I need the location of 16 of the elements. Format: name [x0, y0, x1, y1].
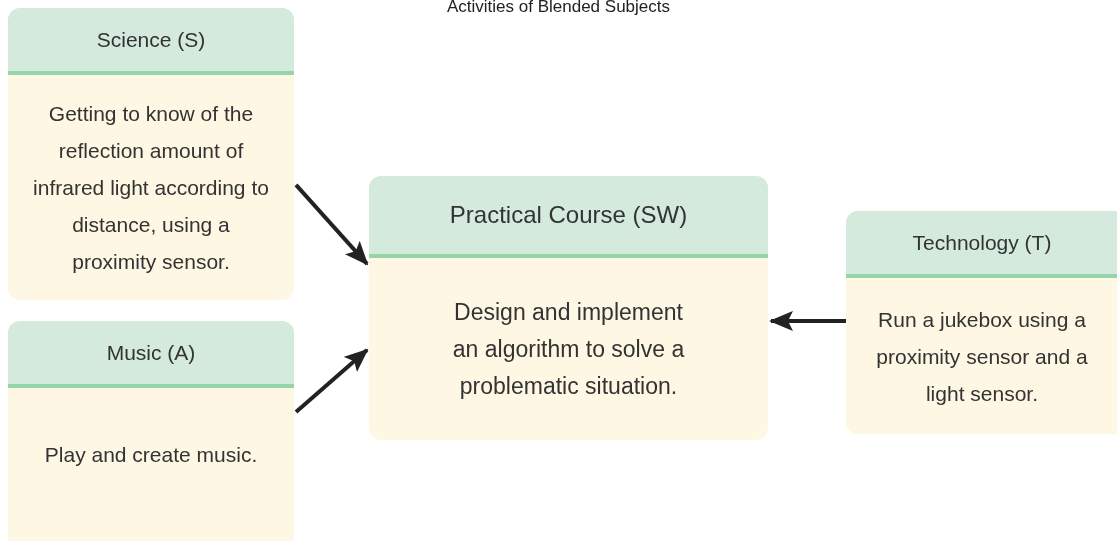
arrow — [294, 183, 369, 266]
subject-card — [8, 8, 294, 300]
subject-card — [369, 176, 768, 440]
card-text: Run a jukebox using a proximity sensor and a light sensor. — [875, 306, 1089, 407]
card-text: Design and implement an algorithm to solve a problematic situation. — [451, 297, 686, 401]
diagram-title: Activities of Blended Subjects — [446, 0, 671, 17]
card-text: Getting to know of the reflection amount of infrared light according to distance, using a proximity sensor. — [32, 101, 270, 275]
card-heading: Science (S) — [96, 27, 206, 52]
subject-card — [846, 211, 1117, 434]
card-text: Play and create music. — [44, 442, 258, 468]
arrow — [294, 348, 369, 414]
arrow — [769, 310, 846, 331]
card-heading: Technology (T) — [912, 230, 1052, 255]
subject-card — [8, 321, 294, 541]
card-heading: Music (A) — [106, 340, 196, 365]
card-heading: Practical Course (SW) — [449, 201, 688, 229]
